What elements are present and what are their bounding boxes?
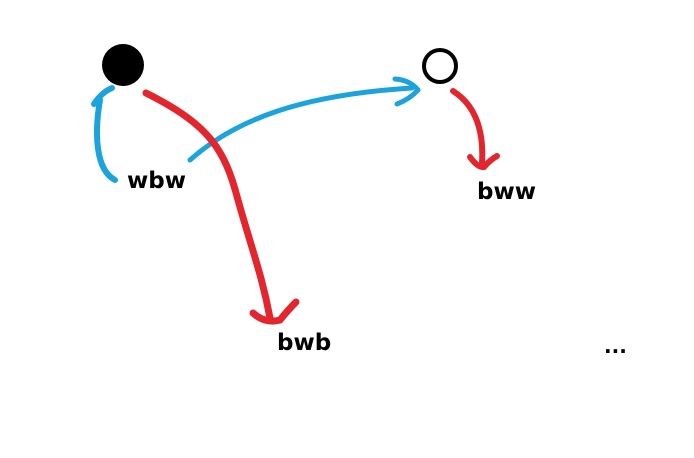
label-bww: bww — [477, 179, 536, 205]
red-arrow-white-node-to-bww — [450, 88, 500, 171]
white-node — [422, 48, 458, 84]
black-node — [102, 44, 144, 86]
blue-arrow-wbw-to-black-node — [91, 85, 118, 183]
label-bwb: bwb — [277, 330, 331, 356]
label-wbw: wbw — [127, 168, 186, 194]
label-ellipsis: ... — [604, 334, 627, 358]
blue-arrow-wbw-to-white-node — [187, 76, 421, 163]
red-arrow-black-node-to-bwb — [142, 89, 300, 325]
